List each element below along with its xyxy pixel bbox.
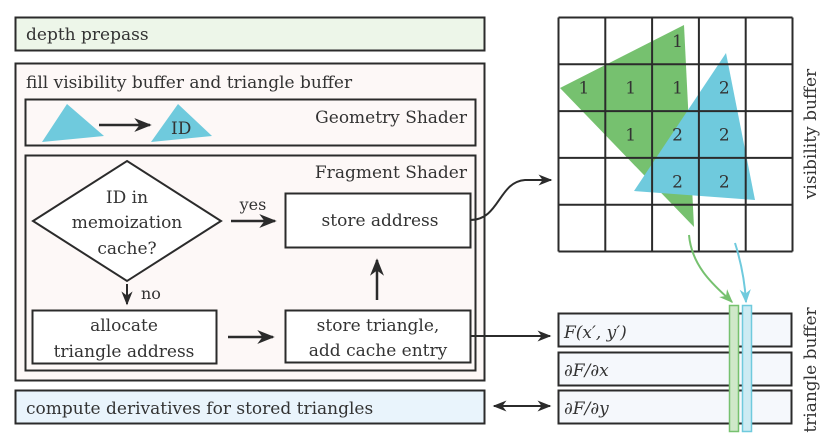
decision-line-1: ID in [106,188,148,208]
triangle-buffer-label: triangle buffer [801,306,821,432]
store-address-to-visibility-arrow [469,174,553,221]
store-address-label: store address [322,211,439,231]
input-triangle-icon [42,104,104,142]
fragment-shader-box: Fragment Shader ID in memoization cache?… [24,154,477,372]
store-triangle-box: store triangle, add cache entry [284,309,472,364]
decision-line-3: cache? [97,239,156,259]
allocate-line-1: allocate [90,316,158,336]
visibility-buffer-label: visibility buffer [801,68,821,200]
fill-pass-label: fill visibility buffer and triangle buff… [26,73,353,93]
blue-triangle-slot [741,304,753,433]
visibility-cell-value: 2 [719,126,730,146]
decision-line-2: memoization [72,213,183,233]
geometry-shader-box: Geometry Shader ID [24,98,477,147]
no-label: no [141,284,161,303]
visibility-cell-value: 2 [719,79,730,99]
visibility-cell-value: 2 [672,126,683,146]
compute-derivatives-label: compute derivatives for stored triangles [26,399,373,419]
allocate-box: allocate triangle address [31,309,218,365]
decision-diamond: ID in memoization cache? [31,159,223,283]
visibility-grid [557,16,794,253]
depth-prepass-box: depth prepass [14,16,486,52]
triangle-buffer-row-label: ∂F/∂y [564,399,609,419]
visibility-cell-values: 1 1 1 1 2 1 2 2 2 2 [578,32,729,192]
visibility-buffer: 1 1 1 1 2 1 2 2 2 2 [557,16,794,253]
triangle-buffer-row-label: ∂F/∂x [564,361,609,381]
visibility-cell-value: 1 [578,79,589,99]
visibility-cell-value: 1 [625,79,636,99]
allocate-line-2: triangle address [54,342,195,362]
id-label: ID [171,119,191,139]
store-address-box: store address [284,192,472,249]
green-triangle-slot [728,304,740,433]
yes-label: yes [239,195,267,214]
triangle-buffer-row: ∂F/∂x [557,351,793,387]
store-triangle-line-2: add cache entry [309,341,448,361]
id-triangle-icon [151,104,212,142]
compute-derivatives-box: compute derivatives for stored triangles [14,389,486,425]
geometry-shader-title: Geometry Shader [315,108,468,128]
visibility-cell-value: 2 [719,172,730,192]
green-link-arrow [688,234,733,303]
store-triangle-line-1: store triangle, [317,316,440,336]
blue-link-arrow [734,242,751,304]
depth-prepass-label: depth prepass [26,25,149,45]
triangle-buffer-row-label: F(x′, y′) [563,323,627,343]
triangle-buffer-row: F(x′, y′) [557,312,793,348]
visibility-cell-value: 1 [672,79,683,99]
visibility-cell-value: 1 [625,126,636,146]
fragment-shader-title: Fragment Shader [315,163,468,183]
triangle-buffer-row: ∂F/∂y [557,389,793,425]
visibility-cell-value: 2 [672,172,683,192]
blue-triangle [634,53,755,200]
triangle-buffer: F(x′, y′) ∂F/∂x ∂F/∂y [557,304,793,433]
visibility-cell-value: 1 [672,32,683,52]
